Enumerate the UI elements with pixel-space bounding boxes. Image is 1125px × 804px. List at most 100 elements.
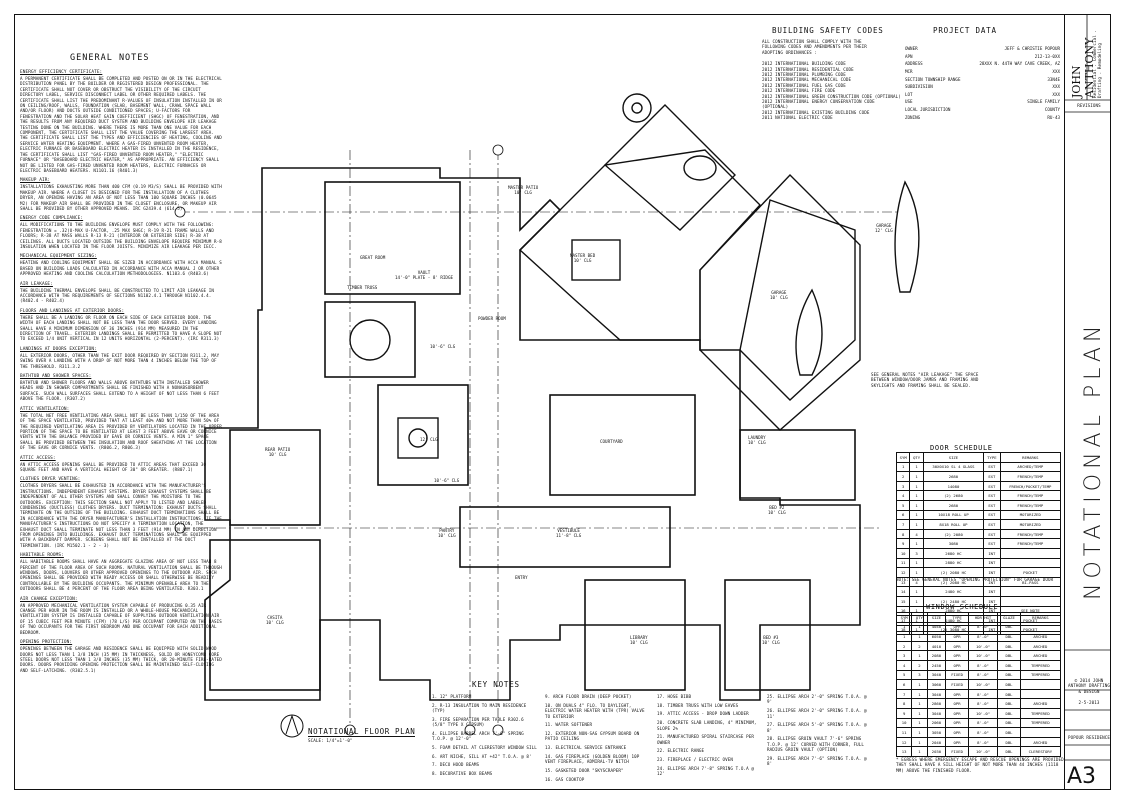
building-code-item: 2012 INTERNATIONAL GREEN CONSTRUCTION CO… [762,93,901,99]
project-data-label: LOT [905,91,913,97]
table-cell: OPR [945,736,969,748]
general-note-section: ATTIC VENTILATION:THE TOTAL NET FREE VEN… [20,407,222,451]
table-cell: FRENCH/TEMP [999,471,1062,482]
building-code-item: 2012 INTERNATIONAL PLUMBING CODE [762,72,846,78]
table-cell: 8'-0" [967,698,999,709]
general-note-heading: ATTIC ACCESS: [20,455,56,461]
key-note-item: 1. 12" PLATFORM [432,694,472,699]
table-cell: 8'-0" [967,659,999,671]
key-note-item: 2. R-13 INSULATION TO MAIN RESIDENCE (TY… [432,702,527,714]
north-arrow-graphic [280,714,304,738]
table-cell: 1 [911,679,928,690]
table-cell: 4 [895,490,911,501]
table-cell: 1 [909,461,924,473]
table-cell: ARCHED [1019,631,1062,642]
table-cell: 1 [911,698,928,709]
table-cell: FRENCH/TEMP [999,499,1062,511]
project-data-label: ZONING [905,114,921,120]
table-cell: ARCHED/TEMP [999,461,1062,473]
table-cell [1019,688,1062,700]
copyright: © 2014 JOHN ANTHONY DRAFTING & DESIGN [1068,678,1110,694]
table-cell: FRENCH/POCKET/TEMP [999,480,1062,492]
general-note-heading: ATTIC VENTILATION: [20,406,70,412]
table-cell: 2680 [922,499,985,511]
table-cell: EXT [983,509,1001,521]
firm-logo: JOHN ANTHONY [1068,18,1096,98]
table-cell: 3040 [926,669,947,681]
key-note-item: 4. ELLIPSE BARREL ARCH 7'-6" SPRING T.O.… [432,730,524,742]
table-cell: 8X18 ROLL UP [922,519,985,530]
project-data-value: RU-43 [1047,114,1060,120]
table-cell: 1 [911,621,928,633]
table-cell: MOTORIZED [999,519,1062,530]
table-cell: 6050 [926,631,947,642]
general-note-section: ENERGY CODE COMPLIANCE:ALL MODIFICATIONS… [20,216,222,249]
building-safety-codes-intro: ALL CONSTRUCTION SHALL COMPLY WITH THE F… [762,39,867,55]
table-cell: 2 [895,471,911,482]
table-cell: 10X18 ROLL UP [922,509,985,521]
table-cell: 3 [895,480,911,492]
room-label-great-room: GREAT ROOM [360,255,386,260]
table-cell: DBL [997,679,1021,690]
general-note-section: HABITABLE ROOMS:ALL HABITABLE ROOMS SHAL… [20,553,222,591]
general-note-body: OPENINGS BETWEEN THE GARAGE AND RESIDENC… [20,646,222,673]
table-cell: TEMPERED [1019,669,1062,681]
table-cell: 10 [895,717,913,729]
sheet-title-wrap: NOTATIONAL PLAN [1079,300,1109,600]
table-cell: 1 [909,595,924,607]
plan-caption: NOTATIONAL FLOOR PLAN SCALE: 1/4"=1'-0" [308,719,416,743]
table-cell: FRENCH/TEMP [999,490,1062,501]
table-cell: 2680 HC [922,547,985,559]
table-cell: 1 [911,736,928,748]
table-cell: TEMPERED [1019,707,1062,719]
table-cell: 13 [895,746,913,757]
room-label-timber-truss: TIMBER TRUSS [347,285,378,290]
project-date: 2-5-2013 [1078,700,1100,705]
table-cell: 2030 [926,746,947,757]
table-cell: 5 [895,499,911,511]
key-note-item: 17. HOSE BIBB [657,694,692,699]
key-note-item: 13. ELECTRICAL SERVICE ENTRANCE [545,745,627,751]
general-note-body: INSTALLATIONS EXHAUSTING MORE THAN 400 C… [20,184,222,211]
key-note-item: 28. ELLIPSE GROIN VAULT 7'-6" SPRING T.O… [767,736,864,753]
key-note-item: 26. ELLIPSE ARCH 2'-0" SPRING T.O.A. @ 1… [767,708,867,719]
table-cell: EXT [983,490,1001,501]
table-cell: EXT [983,519,1001,530]
table-cell: FRENCH/TEMP [999,538,1062,549]
key-note-item: 29. ELLIPSE ARCH 7'-6" SPRING T.O.A. @ 8… [767,755,867,767]
table-cell: 10'-0" [967,650,999,661]
general-note-section: BATHTUB AND SHOWER SPACES:BATHTUB AND SH… [20,374,222,402]
project-data-row: ZONING RU-43 [905,113,1060,121]
table-cell: 8'-0" [967,717,999,729]
building-code-item: 2012 INTERNATIONAL RESIDENTIAL CODE [762,66,854,72]
key-note-item: 3. FIRE SEPARATION PER TABLE R302.6 (5/8… [432,716,524,728]
key-note-item: 12. EXTERIOR NON-SAG GYPSUM BOARD ON PAT… [545,730,640,742]
table-cell: 2 [911,659,928,671]
table-cell: 6 [895,509,911,521]
table-cell: 8 [895,698,913,709]
table-cell: 3040 [926,707,947,719]
firm-services-wrap: Residential . Commercial . Drafting . Re… [1090,18,1108,98]
door-schedule-title: DOOR SCHEDULE [930,444,993,452]
schedule-header-cell: QTY [909,452,924,463]
table-cell: EXT [983,499,1001,511]
table-cell: 2080 [926,650,947,661]
general-note-body: AN APPROVED MECHANICAL VENTILATION SYSTE… [20,602,222,635]
table-cell [1019,679,1062,690]
project-data-label: SECTION TOWNSHIP RANGE [905,76,961,82]
general-note-body: THE TOTAL NET FREE VENTILATING AREA SHAL… [20,412,222,451]
